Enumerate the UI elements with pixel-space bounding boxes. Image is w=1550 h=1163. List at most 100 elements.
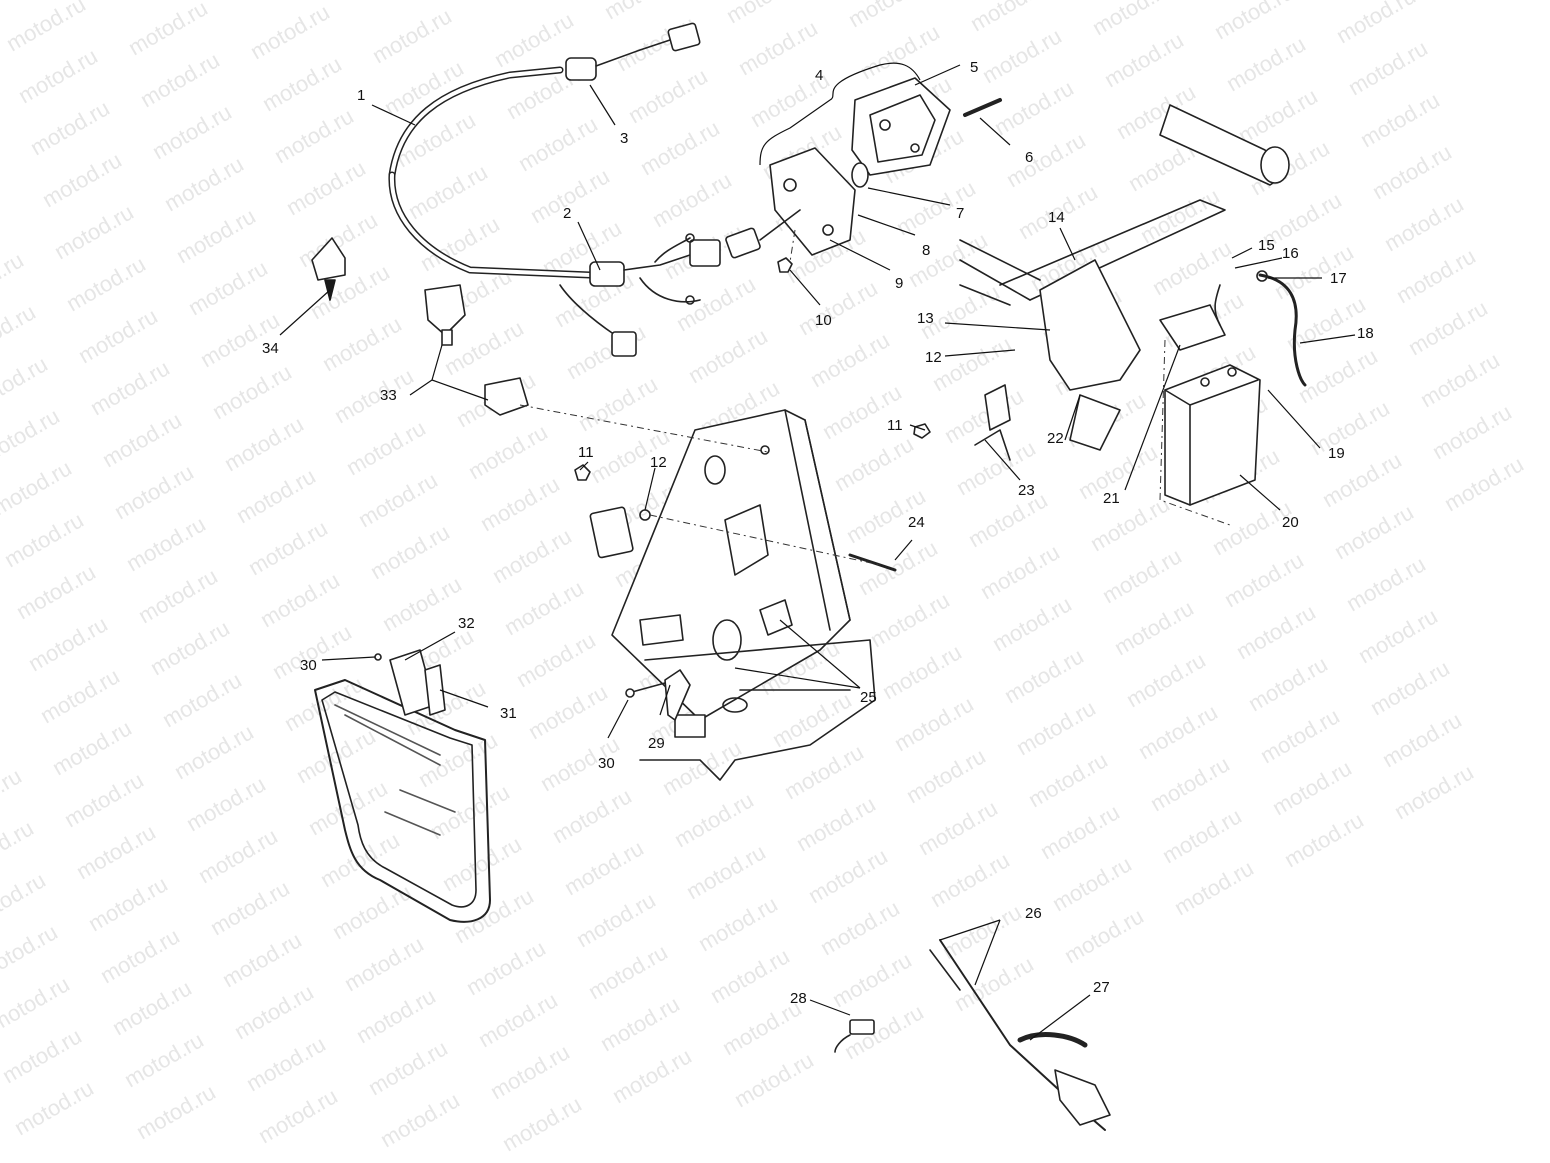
callout-6: 6: [1025, 149, 1033, 166]
watermark-tile: motod.ru: [940, 383, 1028, 448]
callout-24: 24: [908, 514, 925, 531]
watermark-tile: motod.ru: [902, 743, 990, 808]
frame-battery-drawing: [913, 104, 1307, 506]
watermark-tile: motod.ru: [500, 575, 588, 640]
watermark-tile: motod.ru: [352, 983, 440, 1048]
watermark-tile: motod.ru: [1416, 347, 1504, 412]
watermark-tile: motod.ru: [1366, 655, 1454, 720]
watermark-tile: motod.ru: [990, 75, 1078, 140]
watermark-tile: motod.ru: [830, 431, 918, 496]
watermark-tile: motod.ru: [512, 627, 600, 692]
watermark-tile: motod.ru: [1100, 27, 1188, 92]
watermark-tile: motod.ru: [938, 899, 1026, 964]
watermark-tile: motod.ru: [98, 407, 186, 472]
watermark-tile: motod.ru: [182, 771, 270, 836]
watermark-tile: motod.ru: [120, 1027, 208, 1092]
watermark-tile: motod.ru: [804, 843, 892, 908]
watermark-tile: motod.ru: [60, 767, 148, 832]
callout-31: 31: [500, 705, 517, 722]
watermark-tile: motod.ru: [232, 463, 320, 528]
watermark-tile: motod.ru: [768, 687, 856, 752]
watermark-tile: motod.ru: [0, 455, 76, 520]
watermark-tile: motod.ru: [926, 847, 1014, 912]
watermark-tile: motod.ru: [12, 559, 100, 624]
watermark-tile: motod.ru: [450, 883, 538, 948]
watermark-tile: motod.ru: [672, 271, 760, 336]
watermark-tile: motod.ru: [548, 783, 636, 848]
watermark-tile: motod.ru: [246, 0, 334, 64]
watermark-tile: motod.ru: [254, 1083, 342, 1148]
watermark-tile: motod.ru: [476, 471, 564, 536]
watermark-tile: motod.ru: [158, 667, 246, 732]
callout-32: 32: [458, 615, 475, 632]
watermark-tile: motod.ru: [560, 835, 648, 900]
watermark-tile: motod.ru: [364, 1035, 452, 1100]
watermark-tile: motod.ru: [818, 379, 906, 444]
watermark-tile: motod.ru: [1332, 0, 1420, 48]
watermark-tile: motod.ru: [1036, 799, 1124, 864]
watermark-tile: motod.ru: [146, 615, 234, 680]
callout-19: 19: [1328, 445, 1345, 462]
watermark-tile: motod.ru: [1356, 87, 1444, 152]
watermark-tile: motod.ru: [2, 0, 90, 56]
watermark-tile: motod.ru: [1294, 343, 1382, 408]
watermark-tile: motod.ru: [84, 871, 172, 936]
watermark-tile: motod.ru: [414, 727, 502, 792]
watermark-tile: motod.ru: [1344, 35, 1432, 100]
mount-plate-drawing: [574, 409, 897, 781]
watermark-tile: motod.ru: [438, 831, 526, 896]
watermark-tile: motod.ru: [706, 943, 794, 1008]
watermark-tile: motod.ru: [14, 43, 102, 108]
watermark-tile: motod.ru: [184, 255, 272, 320]
callout-28: 28: [790, 990, 807, 1007]
watermark-tile: motod.ru: [976, 539, 1064, 604]
watermark-tile: motod.ru: [50, 199, 138, 264]
watermark-tile: motod.ru: [26, 95, 114, 160]
callout-23: 23: [1018, 482, 1035, 499]
callout-20: 20: [1282, 514, 1299, 531]
callout-29: 29: [648, 735, 665, 752]
watermark-tile: motod.ru: [38, 147, 126, 212]
wiring-harness-drawing: [388, 22, 721, 357]
watermark-tile: motod.ru: [194, 823, 282, 888]
watermark-tile: motod.ru: [1146, 751, 1234, 816]
callout-12-left: 12: [650, 454, 667, 471]
watermark-tile: motod.ru: [1306, 395, 1394, 460]
callout-8: 8: [922, 242, 930, 259]
watermark-tile: motod.ru: [694, 891, 782, 956]
callout-5: 5: [970, 59, 978, 76]
watermark-tile: motod.ru: [462, 935, 550, 1000]
watermark-tile: motod.ru: [1244, 651, 1332, 716]
watermark-tile: motod.ru: [854, 535, 942, 600]
watermark-tile: motod.ru: [318, 311, 406, 376]
watermark-tile: motod.ru: [0, 1023, 86, 1088]
watermark-tile: motod.ru: [330, 363, 418, 428]
watermark-tile: motod.ru: [572, 887, 660, 952]
watermark-tile: motod.ru: [96, 923, 184, 988]
watermark-tile: motod.ru: [1368, 139, 1456, 204]
watermark-tile: motod.ru: [904, 227, 992, 292]
watermark-tile: motod.ru: [206, 875, 294, 940]
watermark-tile: motod.ru: [366, 519, 454, 584]
bumper-drawing: [314, 649, 491, 923]
watermark-tile: motod.ru: [1342, 551, 1430, 616]
watermark-tile: motod.ru: [1440, 451, 1528, 516]
watermark-tile: motod.ru: [1378, 707, 1466, 772]
callout-30-left: 30: [300, 657, 317, 674]
watermark-tile: motod.ru: [172, 203, 260, 268]
watermark-tile: motod.ru: [72, 819, 160, 884]
watermark-tile: motod.ru: [670, 787, 758, 852]
watermark-tile: motod.ru: [866, 587, 954, 652]
watermark-tile: motod.ru: [636, 115, 724, 180]
watermark-tile: motod.ru: [404, 159, 492, 224]
watermark-tile: motod.ru: [36, 663, 124, 728]
watermark-tile: motod.ru: [342, 415, 430, 480]
watermark-tile: motod.ru: [86, 355, 174, 420]
watermark-tile: motod.ru: [170, 719, 258, 784]
callout-27: 27: [1093, 979, 1110, 996]
callout-7: 7: [956, 205, 964, 222]
callout-25: 25: [860, 689, 877, 706]
watermark-tile: motod.ru: [0, 507, 88, 572]
watermark-tile: motod.ru: [988, 591, 1076, 656]
